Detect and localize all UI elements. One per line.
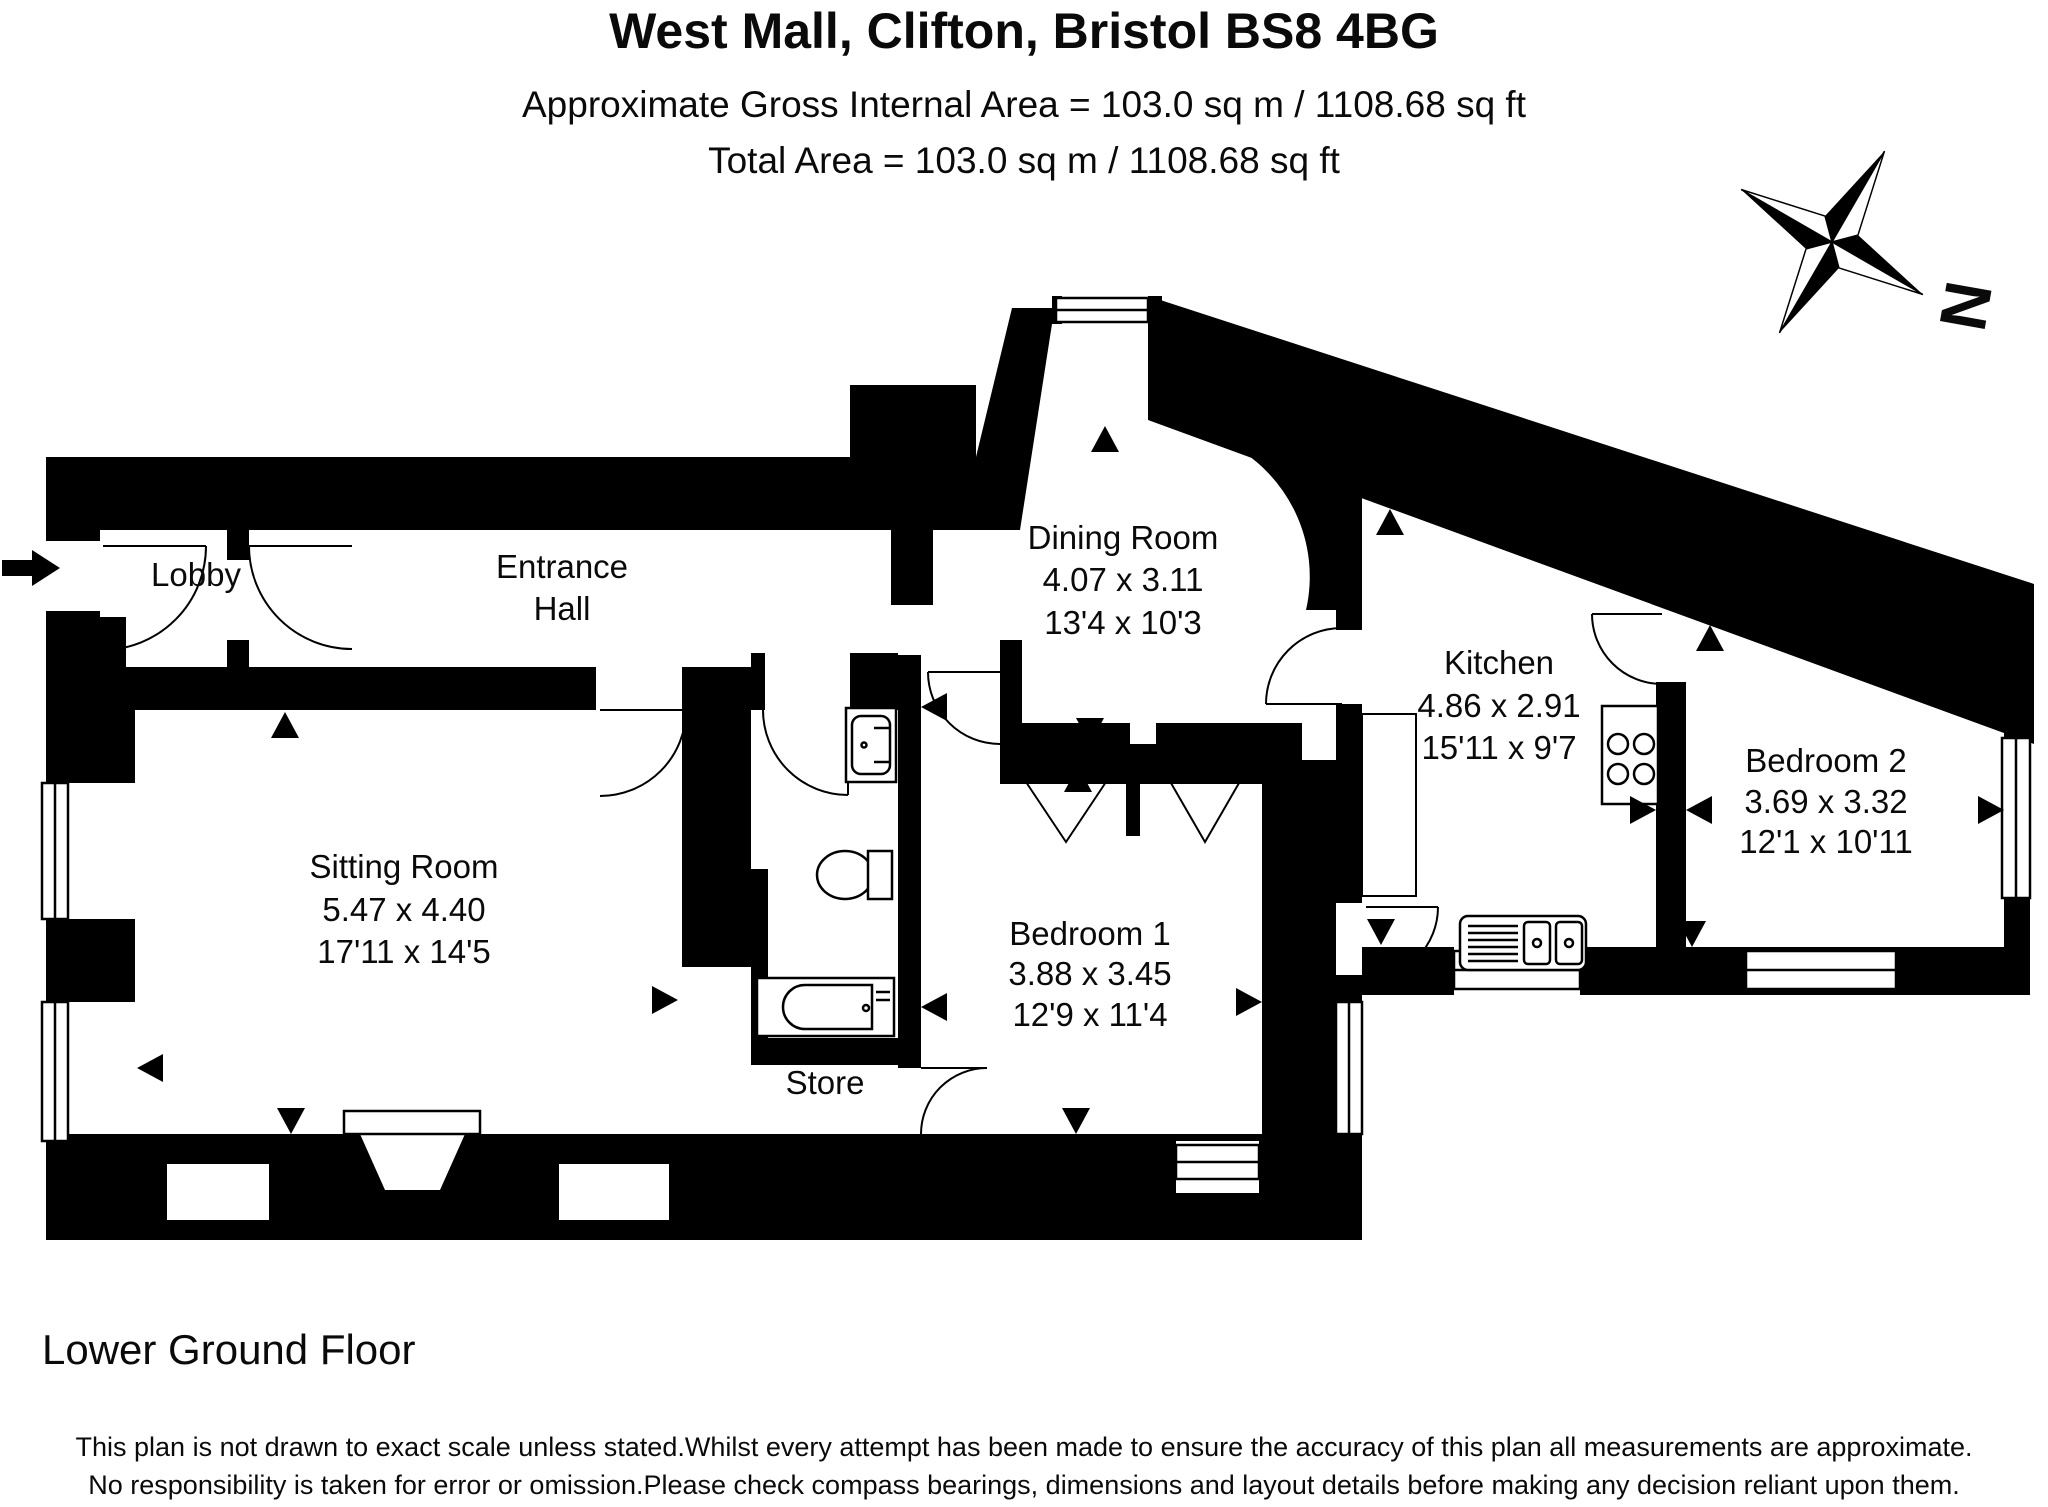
dimension-arrow-icon bbox=[1367, 919, 1395, 945]
dimension-arrow-icon bbox=[1696, 625, 1724, 651]
room-dim-metric: 4.07 x 3.11 bbox=[1043, 561, 1204, 598]
wall-recesses bbox=[167, 1134, 1259, 1220]
total-area: Total Area = 103.0 sq m / 1108.68 sq ft bbox=[708, 140, 1340, 181]
window-icon bbox=[1054, 296, 1150, 324]
gross-internal-area: Approximate Gross Internal Area = 103.0 … bbox=[521, 84, 1526, 125]
room-label-bedroom2: Bedroom 2 bbox=[1745, 742, 1906, 779]
room-label-entrance-hall: Entrance bbox=[496, 548, 628, 585]
windows bbox=[40, 296, 2032, 1181]
hob-icon bbox=[1600, 704, 1660, 806]
bathtub-icon bbox=[755, 976, 896, 1038]
room-label-sitting-room: Sitting Room bbox=[310, 848, 499, 885]
room-label-entrance-hall: Hall bbox=[534, 590, 591, 627]
room-label-store: Store bbox=[786, 1064, 865, 1101]
dimension-arrow-icon bbox=[1630, 796, 1656, 824]
door-arc-icon bbox=[1265, 627, 1343, 705]
room-dim-metric: 3.69 x 3.32 bbox=[1744, 783, 1907, 820]
window-icon bbox=[2000, 736, 2032, 900]
room-dim-imperial: 17'11 x 14'5 bbox=[317, 933, 490, 970]
door-arc-icon bbox=[1591, 613, 1663, 685]
dimension-arrow-icon bbox=[921, 693, 947, 721]
dimension-arrow-icon bbox=[277, 1108, 305, 1134]
door-arc-icon bbox=[1365, 906, 1439, 980]
dimension-arrow-icon bbox=[1064, 766, 1092, 792]
dimension-arrow-icon bbox=[271, 712, 299, 738]
door-arc-icon bbox=[927, 671, 1001, 745]
window-icon bbox=[1334, 1000, 1364, 1136]
basin-icon bbox=[844, 706, 898, 784]
kitchen-counter bbox=[1361, 713, 1417, 897]
hearth bbox=[342, 1109, 482, 1136]
dimension-arrow-icon bbox=[1236, 988, 1262, 1016]
dimension-arrow-icon bbox=[1062, 1108, 1090, 1134]
dimension-arrow-icon bbox=[652, 986, 678, 1014]
room-label-kitchen: Kitchen bbox=[1444, 644, 1554, 681]
room-label-dining-room: Dining Room bbox=[1028, 519, 1219, 556]
entry-arrow-icon bbox=[2, 550, 60, 586]
window-icon bbox=[40, 1000, 70, 1143]
dimension-arrow-icon bbox=[1978, 796, 2004, 824]
doors bbox=[102, 545, 1663, 1135]
door-arc-icon bbox=[762, 709, 849, 796]
window-icon bbox=[1174, 1143, 1261, 1181]
page-title: West Mall, Clifton, Bristol BS8 4BG bbox=[609, 3, 1439, 59]
room-label-bedroom1: Bedroom 1 bbox=[1009, 915, 1170, 952]
dimension-arrows bbox=[137, 426, 2004, 1134]
room-dim-metric: 4.86 x 2.91 bbox=[1417, 687, 1580, 724]
compass-north-label: N bbox=[1925, 276, 2006, 336]
window-icon bbox=[1744, 949, 1898, 991]
dimension-arrow-icon bbox=[921, 993, 947, 1021]
dimension-arrow-icon bbox=[137, 1054, 163, 1082]
door-arc-icon bbox=[920, 1067, 988, 1135]
walls bbox=[46, 296, 2034, 1240]
floor-name: Lower Ground Floor bbox=[42, 1326, 416, 1373]
wardrobe-icon bbox=[1013, 763, 1251, 845]
room-dim-imperial: 15'11 x 9'7 bbox=[1421, 729, 1576, 766]
disclaimer-line1: This plan is not drawn to exact scale un… bbox=[75, 1432, 1973, 1462]
disclaimer-line2: No responsibility is taken for error or … bbox=[88, 1470, 1960, 1500]
room-dim-imperial: 12'9 x 11'4 bbox=[1012, 996, 1167, 1033]
window-icon bbox=[40, 781, 70, 921]
dimension-arrow-icon bbox=[1678, 921, 1706, 947]
door-arc-icon bbox=[248, 545, 353, 650]
room-dim-imperial: 13'4 x 10'3 bbox=[1044, 604, 1202, 641]
dimension-arrow-icon bbox=[1686, 796, 1712, 824]
sink-icon bbox=[1458, 914, 1588, 972]
door-arc-icon bbox=[102, 545, 207, 651]
dimension-arrow-icon bbox=[1091, 426, 1119, 452]
dimension-arrow-icon bbox=[1376, 509, 1404, 535]
room-dim-imperial: 12'1 x 10'11 bbox=[1739, 823, 1912, 860]
room-dim-metric: 3.88 x 3.45 bbox=[1008, 955, 1171, 992]
compass-icon bbox=[1740, 150, 1924, 334]
door-arc-icon bbox=[599, 709, 687, 797]
room-label-lobby: Lobby bbox=[151, 556, 241, 593]
toilet-icon bbox=[815, 849, 894, 901]
dimension-arrow-icon bbox=[1076, 718, 1104, 744]
room-dim-metric: 5.47 x 4.40 bbox=[322, 891, 485, 928]
